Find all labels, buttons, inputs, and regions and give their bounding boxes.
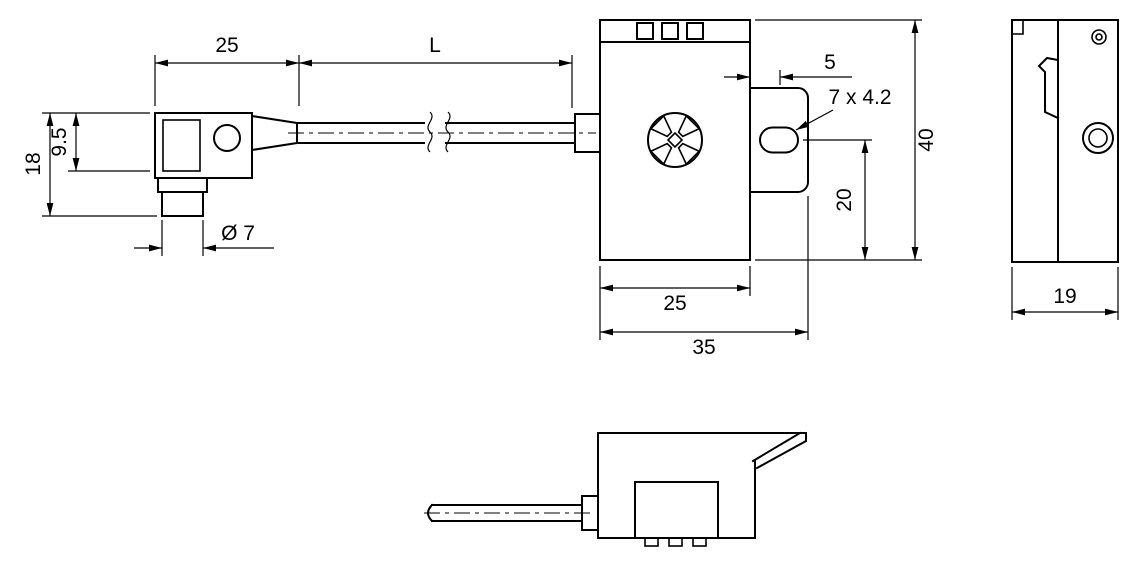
cable-break-icon: [445, 111, 451, 153]
dim-label-connector-upper-height: 9.5: [48, 127, 71, 156]
front-view: [599, 19, 809, 261]
dim-label-connector-length: 25: [215, 34, 238, 57]
dim-label-housing-width: 25: [663, 292, 686, 315]
sensing-face-icon: [1082, 122, 1114, 154]
dim-label-connector-height: 18: [22, 152, 45, 175]
indicator-led-icon: [1095, 33, 1103, 41]
dim-label-cable-length: L: [429, 34, 441, 57]
mounting-bracket: [749, 87, 809, 193]
dimension-connector-diameter: Ø 7: [134, 220, 274, 256]
terminal-vent-icon: [686, 22, 704, 40]
dimension-housing-depth: 19: [1011, 267, 1119, 320]
dim-label-bracket-tab: 5: [824, 51, 836, 74]
dim-label-overall-width: 35: [692, 336, 715, 359]
dimension-bracket-tab: 5: [724, 51, 852, 85]
sensing-face-icon: [1088, 128, 1108, 148]
cable-break-icon: [427, 111, 433, 153]
slot-callout: 7 x 4.2: [795, 86, 892, 131]
indicator-led-icon: [1091, 29, 1107, 45]
dim-label-connector-diameter: Ø 7: [221, 222, 255, 245]
angle-connector-view: [154, 111, 601, 217]
dimension-housing-width: 25 35: [599, 196, 809, 359]
side-view: [1011, 19, 1119, 263]
dim-label-mounting-slot: 7 x 4.2: [828, 86, 891, 109]
connector-screw-icon: [213, 124, 241, 152]
terminal-cover: [634, 481, 719, 539]
screw-head-icon: [647, 112, 703, 168]
dimension-housing-height: 40 20: [755, 19, 938, 261]
terminal-vent-icon: [636, 22, 654, 40]
mounting-clip: [1037, 56, 1060, 120]
dim-label-housing-depth: 19: [1053, 285, 1076, 308]
mounting-slot: [759, 126, 799, 154]
bottom-view: [424, 431, 807, 547]
dimension-connector-height: 18 9.5: [22, 112, 157, 217]
dimension-connector-length: 25 L: [154, 34, 573, 108]
dim-label-housing-height: 40: [915, 128, 938, 151]
terminal-vent-icon: [661, 22, 679, 40]
dim-label-slot-center: 20: [833, 188, 856, 211]
